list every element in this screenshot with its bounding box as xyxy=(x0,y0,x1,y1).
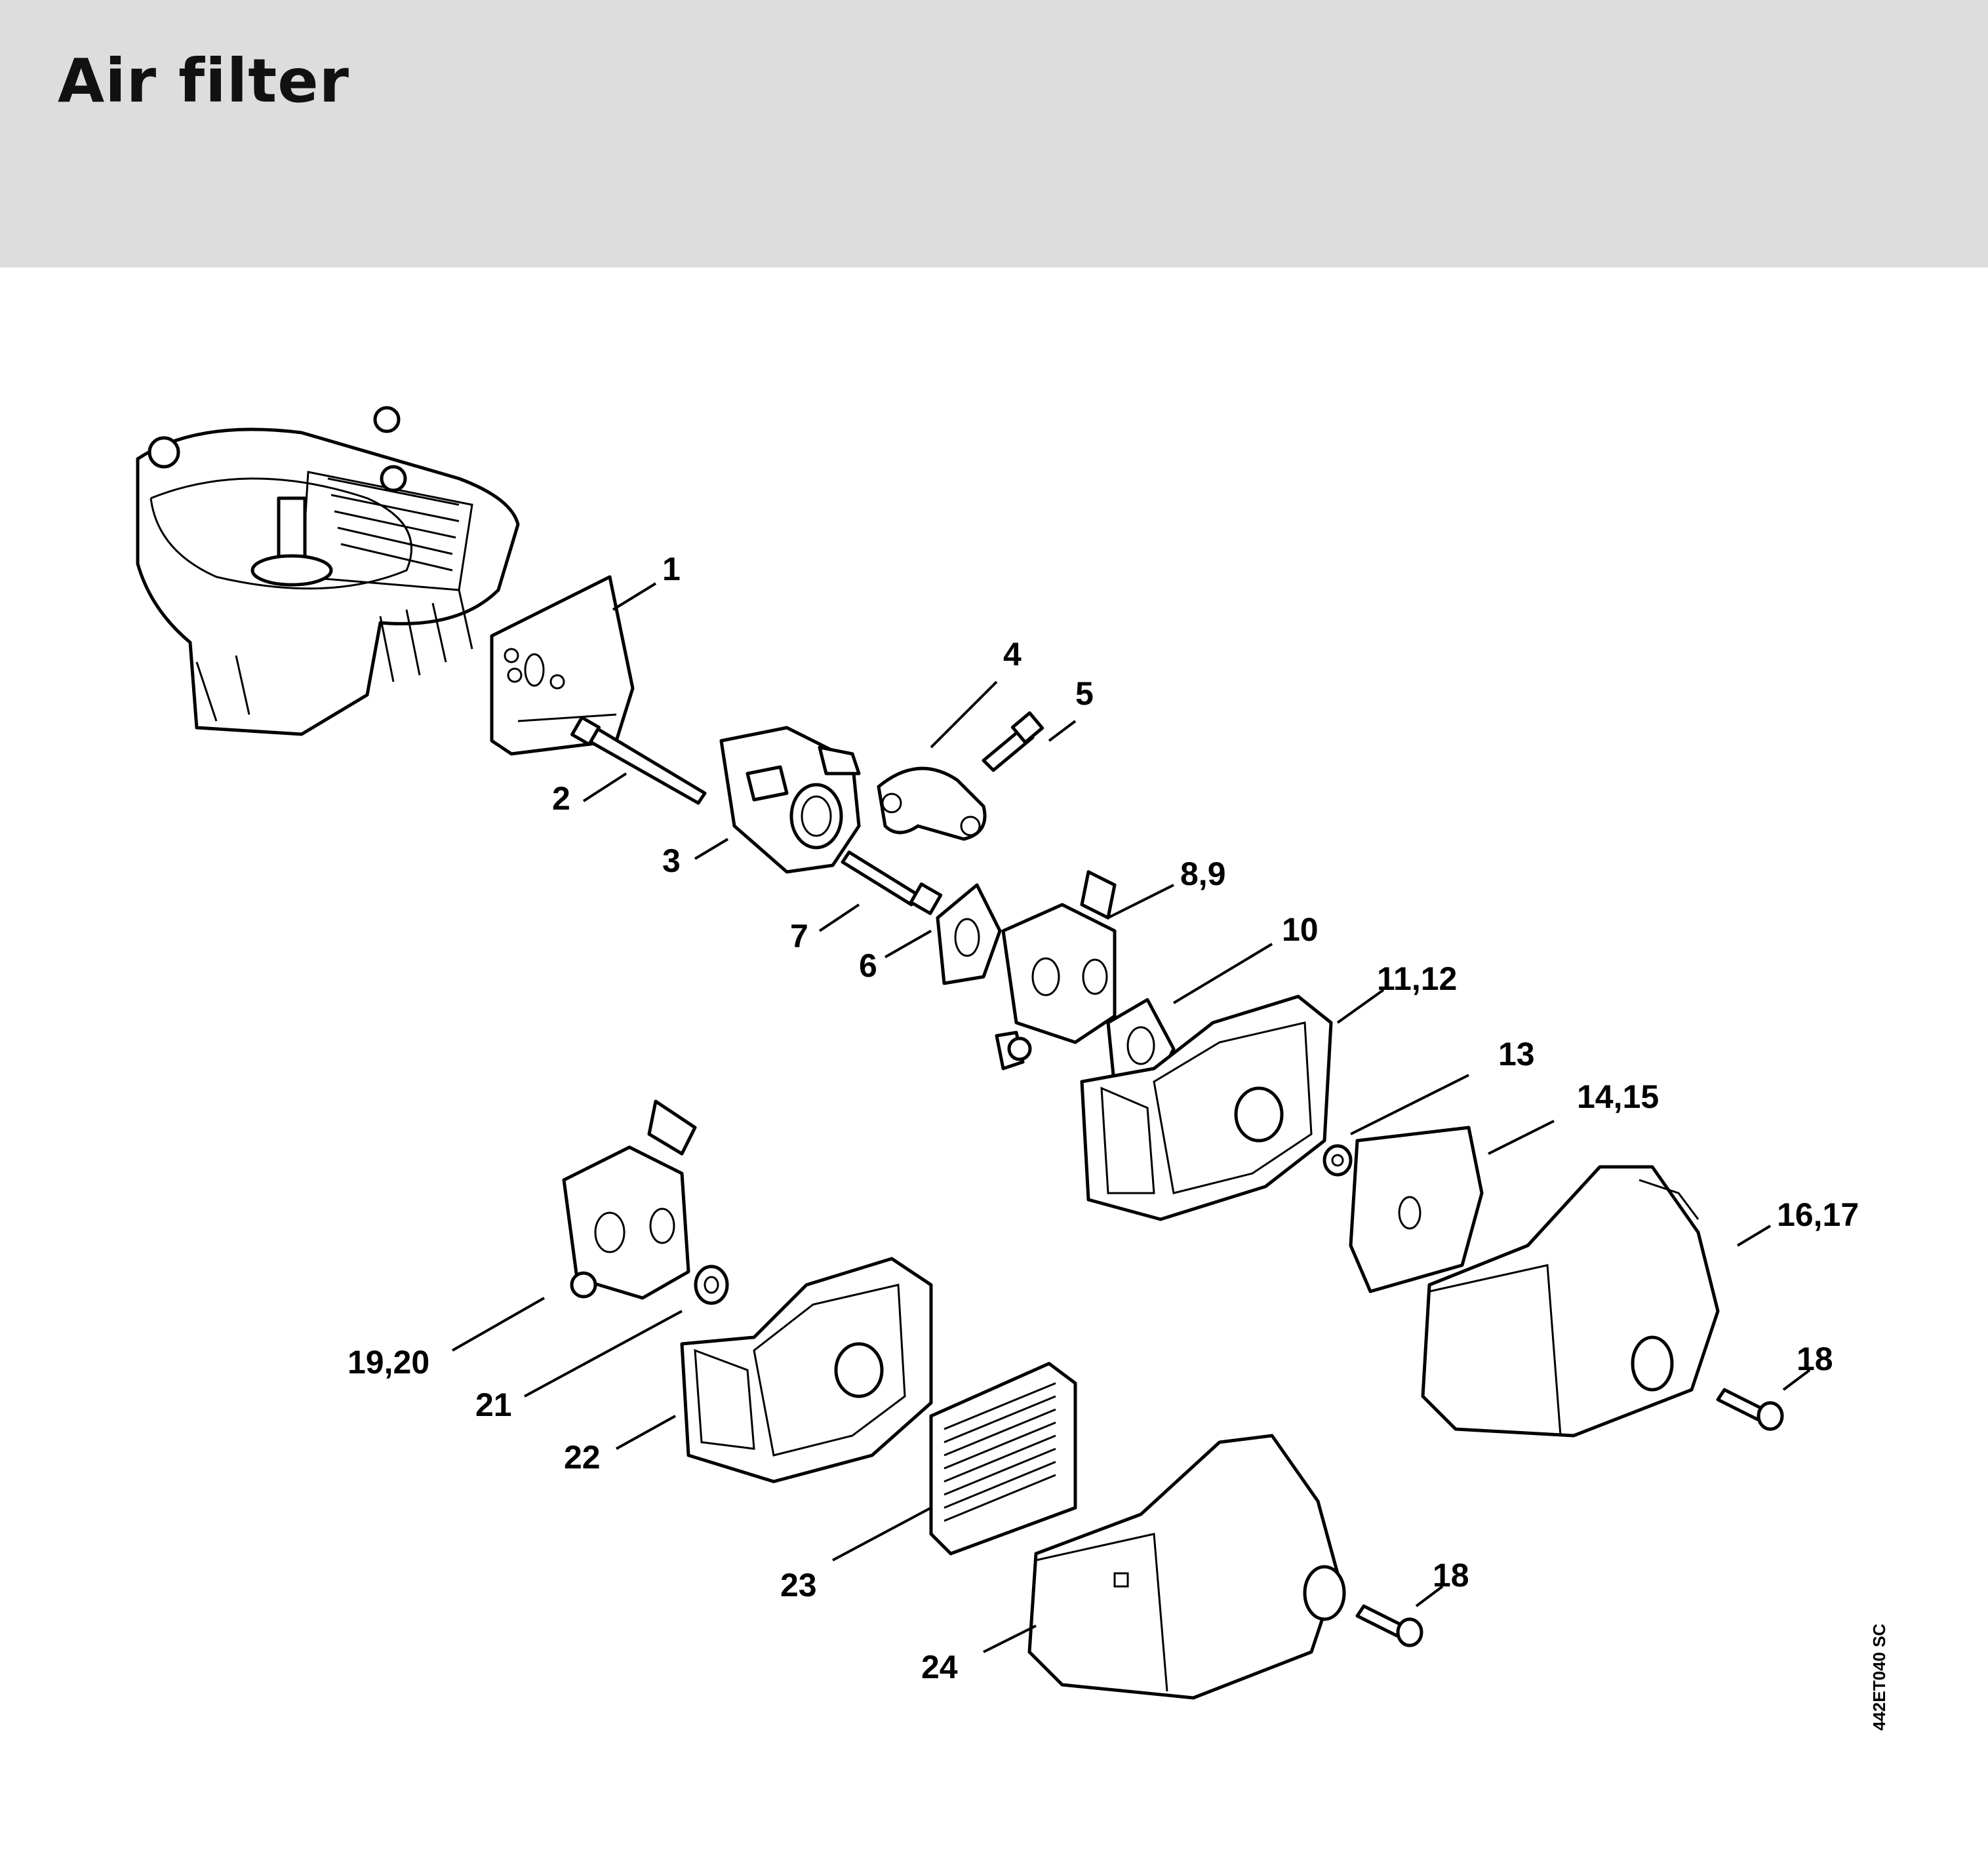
part-8-9-carburetor xyxy=(995,870,1117,1071)
part-11-12-filter-base xyxy=(1080,994,1333,1221)
callout-6: 6 xyxy=(859,947,877,984)
part-4-bracket xyxy=(877,766,987,841)
part-13-nut xyxy=(1322,1144,1353,1177)
callouts: 1 2 3 4 5 6 7 8,9 10 11,12 13 14,15 16,1… xyxy=(348,551,1859,1685)
callout-1: 1 xyxy=(662,551,681,587)
part-3-manifold xyxy=(719,726,861,874)
part-14-15-flat-filter xyxy=(1349,1126,1484,1293)
part-18-screw-upper xyxy=(1716,1388,1784,1431)
callout-13: 13 xyxy=(1498,1036,1535,1072)
callout-14-15: 14,15 xyxy=(1577,1078,1659,1115)
part-1-gasket xyxy=(490,575,635,756)
part-22-filter-base xyxy=(680,1257,933,1484)
engine-crankcase xyxy=(136,406,520,736)
part-21-nipple xyxy=(694,1265,729,1305)
callout-5: 5 xyxy=(1075,675,1094,712)
part-2-long-bolt xyxy=(570,716,707,805)
header-band xyxy=(0,0,1988,267)
callout-16-17: 16,17 xyxy=(1777,1196,1859,1233)
callout-8-9: 8,9 xyxy=(1180,855,1226,892)
callout-10: 10 xyxy=(1282,911,1319,948)
part-19-20-carburetor xyxy=(562,1099,697,1300)
part-18-screw-lower xyxy=(1355,1604,1423,1647)
part-5-screw xyxy=(982,711,1044,772)
part-23-pleated-filter xyxy=(929,1362,1077,1556)
callout-3: 3 xyxy=(662,842,681,879)
part-6-gasket xyxy=(936,883,1002,985)
callout-22: 22 xyxy=(564,1439,601,1476)
drawing-code: 442ET040 SC xyxy=(1869,1623,1889,1731)
part-16-17-cover xyxy=(1421,1165,1720,1438)
callout-21: 21 xyxy=(475,1386,512,1423)
part-24-cover xyxy=(1027,1434,1346,1700)
leader-lines xyxy=(452,582,1811,1653)
callout-19-20: 19,20 xyxy=(348,1344,429,1381)
page-title: Air filter xyxy=(58,46,349,116)
callout-23: 23 xyxy=(780,1567,817,1603)
callout-4: 4 xyxy=(1003,636,1022,673)
part-7-bolt xyxy=(841,850,943,915)
callout-18-upper: 18 xyxy=(1797,1341,1833,1377)
callout-18-lower: 18 xyxy=(1433,1557,1469,1594)
callout-2: 2 xyxy=(552,780,570,817)
callout-11-12: 11,12 xyxy=(1377,960,1457,997)
callout-24: 24 xyxy=(921,1649,958,1685)
callout-7: 7 xyxy=(790,918,808,954)
